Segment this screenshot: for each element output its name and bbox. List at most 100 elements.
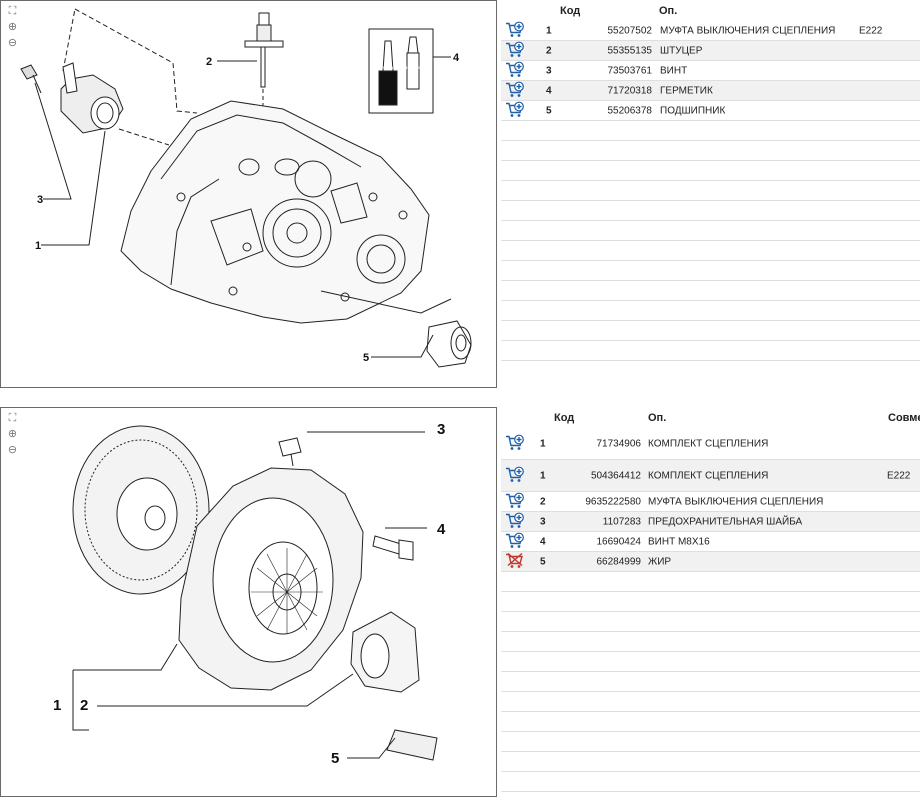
part-description: ПОДШИПНИК [660,105,726,116]
empty-row [501,732,920,752]
header-compat: Совме [888,412,920,424]
part-code: 71734906 [596,438,642,449]
position-number: 2 [540,496,546,507]
part-code: 504364412 [590,470,641,481]
position-number: 5 [546,105,552,116]
add-to-cart-icon[interactable] [505,101,525,120]
table-row[interactable]: 4 16690424 ВИНТ M8X16 [501,532,920,552]
callout-2[interactable]: 2 [206,56,212,68]
empty-row [501,241,920,261]
fit-icon[interactable]: ⛶ [8,5,17,17]
part-code: 16690424 [596,536,642,547]
zoom-in-icon[interactable]: ⊕ [7,428,18,440]
part-code: 55355135 [607,45,653,56]
part-description: ВИНТ M8X16 [648,536,710,547]
fit-icon[interactable]: ⛶ [8,412,17,424]
part-code: 71720318 [607,85,653,96]
diagram-1-drawing: PERMANENT THREADLOCK 1 2 3 4 5 [20,8,472,368]
empty-row [501,612,920,632]
part-description: ЖИР [648,556,672,567]
table-header: Код Оп. Совме [501,407,920,428]
exploded-diagram-2[interactable]: 1 2 3 4 5 ⛶ ⊕ ⊖ [0,407,497,797]
table-header: Код Оп. [501,0,920,21]
table-row[interactable]: 3 73503761 ВИНТ [501,61,920,81]
empty-row [501,321,920,341]
table-row[interactable]: 1 55207502 МУФТА ВЫКЛЮЧЕНИЯ СЦЕПЛЕНИЯ E222 [501,21,920,41]
callout-2[interactable]: 2 [80,697,88,714]
sealant-label: PERMANENT THREADLOCK [376,65,430,70]
part-description: ПРЕДОХРАНИТЕЛЬНАЯ ШАЙБА [648,516,803,527]
add-to-cart-icon[interactable] [505,81,525,100]
empty-row [501,161,920,181]
zoom-out-icon[interactable]: ⊖ [7,37,18,49]
part-description: ВИНТ [660,65,688,76]
empty-row [501,201,920,221]
position-number: 4 [540,536,546,547]
empty-row [501,221,920,241]
empty-row [501,181,920,201]
part-description: КОМПЛЕКТ СЦЕПЛЕНИЯ [648,470,769,481]
compat-code: E222 [887,470,911,481]
callout-1[interactable]: 1 [35,240,41,252]
part-description: МУФТА ВЫКЛЮЧЕНИЯ СЦЕПЛЕНИЯ [648,496,824,507]
diagram-2-toolbar: ⛶ ⊕ ⊖ [6,412,20,460]
cart-unavailable-icon [505,552,525,571]
callout-3[interactable]: 3 [437,421,445,438]
callout-5[interactable]: 5 [331,750,339,767]
empty-row [501,121,920,141]
table-row[interactable]: 5 55206378 ПОДШИПНИК [501,101,920,121]
empty-row [501,572,920,592]
empty-row [501,261,920,281]
empty-row [501,592,920,612]
empty-row [501,281,920,301]
add-to-cart-icon[interactable] [505,61,525,80]
part-code: 9635222580 [585,496,641,507]
position-number: 4 [546,85,552,96]
exploded-diagram-1[interactable]: PERMANENT THREADLOCK 1 2 3 4 5 ⛶ ⊕ ⊖ [0,0,497,388]
position-number: 3 [546,65,552,76]
callout-5[interactable]: 5 [363,352,369,364]
empty-row [501,632,920,652]
part-code: 1107283 [602,516,641,527]
zoom-out-icon[interactable]: ⊖ [7,444,18,456]
empty-row [501,652,920,672]
empty-row [501,772,920,792]
part-description: ШТУЦЕР [660,45,703,56]
empty-row [501,141,920,161]
callout-4[interactable]: 4 [437,521,446,538]
add-to-cart-icon[interactable] [505,492,525,511]
zoom-in-icon[interactable]: ⊕ [7,21,18,33]
empty-row [501,341,920,361]
part-code: 55207502 [607,25,653,36]
add-to-cart-icon[interactable] [505,21,525,40]
parts-table-1: Код Оп. 1 55207502 МУФТА ВЫКЛЮЧЕНИЯ СЦЕПЛЕ… [501,0,920,361]
empty-row [501,692,920,712]
header-desc: Оп. [648,412,667,424]
compat-code: E222 [859,25,883,36]
table-row[interactable]: 2 9635222580 МУФТА ВЫКЛЮЧЕНИЯ СЦЕПЛЕНИЯ [501,492,920,512]
empty-row [501,712,920,732]
add-to-cart-icon[interactable] [505,434,525,453]
part-code: 73503761 [607,65,653,76]
part-description: МУФТА ВЫКЛЮЧЕНИЯ СЦЕПЛЕНИЯ [660,25,836,36]
header-desc: Оп. [659,5,678,17]
empty-row [501,752,920,772]
add-to-cart-icon[interactable] [505,512,525,531]
add-to-cart-icon[interactable] [505,466,525,485]
callout-4[interactable]: 4 [453,52,460,64]
add-to-cart-icon[interactable] [505,41,525,60]
callout-3[interactable]: 3 [37,194,43,206]
table-row[interactable]: 3 1107283 ПРЕДОХРАНИТЕЛЬНАЯ ШАЙБА [501,512,920,532]
part-code: 55206378 [607,105,653,116]
part-code: 66284999 [596,556,642,567]
add-to-cart-icon[interactable] [505,532,525,551]
position-number: 3 [540,516,546,527]
callout-1[interactable]: 1 [53,697,61,714]
position-number: 1 [546,25,552,36]
